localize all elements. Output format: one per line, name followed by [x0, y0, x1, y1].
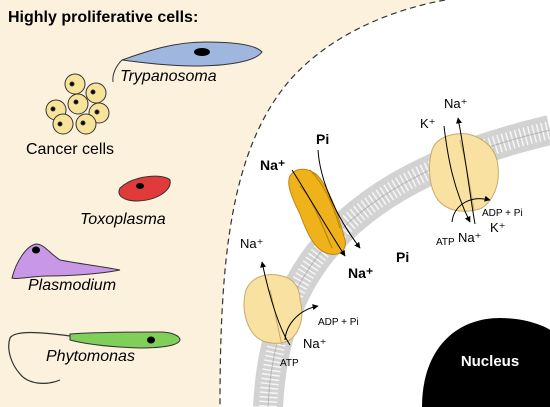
left-pump-na-bottom: Na⁺ — [303, 336, 326, 351]
toxoplasma-label: Toxoplasma — [80, 211, 166, 228]
trypanosoma-label: Trypanosoma — [120, 68, 217, 85]
phytomonas-label: Phytomonas — [46, 348, 135, 365]
nucleus — [422, 318, 550, 407]
left-pump-products: ADP + Pi — [318, 317, 359, 328]
trypanosoma-cell — [112, 41, 263, 83]
right-pump-products: ADP + Pi — [482, 208, 523, 219]
left-pump — [243, 274, 303, 346]
left-pump-na-arrow — [260, 261, 291, 346]
right-pump-na-top: Na⁺ — [444, 96, 467, 111]
right-pump-k-top: K⁺ — [420, 116, 436, 131]
right-pump-k-bottom: K⁺ — [490, 220, 506, 235]
left-pump-atp-arrow — [284, 304, 319, 341]
cotransporter-pi-bottom: Pi — [396, 249, 409, 265]
plasmodium-label: Plasmodium — [28, 277, 116, 294]
nucleus-label: Nucleus — [461, 353, 519, 370]
right-pump-k-arrow — [443, 125, 471, 223]
left-pump-atp: ATP — [280, 358, 299, 369]
cotransporter-na-top: Na⁺ — [260, 157, 285, 173]
cotransporter-na-bottom: Na⁺ — [348, 265, 373, 281]
cancer-cells-label: Cancer cells — [26, 141, 114, 158]
cotransporter-pi-top: Pi — [316, 131, 329, 147]
right-pump-na-bottom: Na⁺ — [458, 230, 481, 245]
right-pump-na-arrow — [456, 117, 476, 225]
cotransporter-pi-arrow — [317, 149, 361, 249]
panel-title: Highly proliferative cells: — [8, 9, 198, 26]
plasmodium-cell — [11, 243, 121, 280]
right-pump-atp: ATP — [436, 237, 455, 248]
extracellular-panel — [0, 0, 445, 407]
toxoplasma-cell — [118, 175, 171, 202]
cancer-cells-cluster — [45, 73, 110, 135]
right-pump-atp-arrow — [451, 195, 491, 223]
left-pump-na-top: Na⁺ — [240, 236, 263, 251]
phytomonas-cell — [8, 331, 181, 384]
cell-boundary — [219, 0, 446, 407]
cotransporter-na-arrow — [291, 169, 346, 257]
